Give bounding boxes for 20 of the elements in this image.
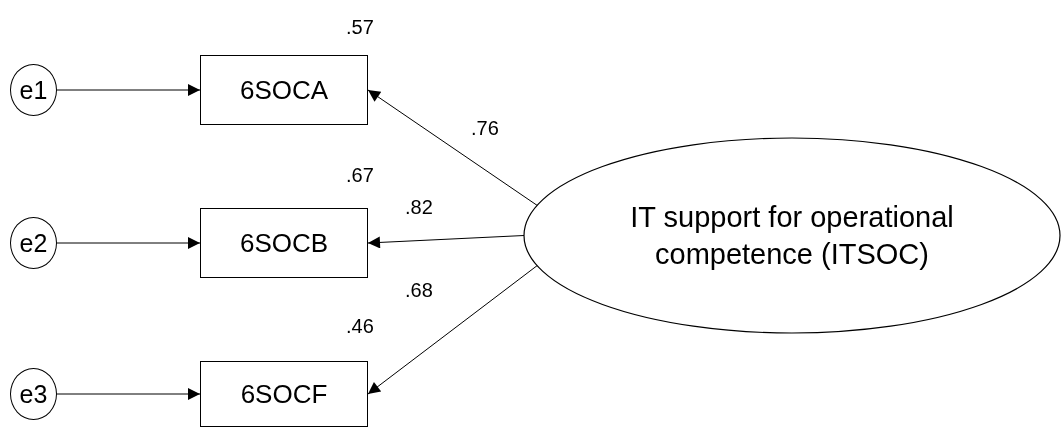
error-circle	[10, 64, 57, 116]
variable-box	[200, 208, 368, 278]
path-arrow	[56, 84, 201, 96]
variable-box	[200, 55, 368, 125]
path-arrow	[367, 89, 538, 206]
variable-box	[200, 361, 368, 427]
path-arrow	[367, 265, 538, 395]
error-circle	[10, 368, 57, 420]
path-arrow	[56, 237, 201, 249]
variable-name: e3	[19, 379, 48, 409]
latent-ellipse	[523, 137, 1061, 334]
error-circle	[10, 217, 57, 269]
variable-name: e1	[19, 75, 48, 105]
variable-name: 6SOCA	[239, 74, 329, 106]
variable-name: e2	[19, 228, 48, 258]
path-arrow	[367, 235, 525, 249]
construct-name: IT support for operational competence (ITSOC)	[629, 200, 955, 272]
variable-name: 6SOCB	[239, 227, 329, 259]
variable-name: 6SOCF	[240, 378, 328, 410]
path-arrow	[56, 388, 201, 400]
